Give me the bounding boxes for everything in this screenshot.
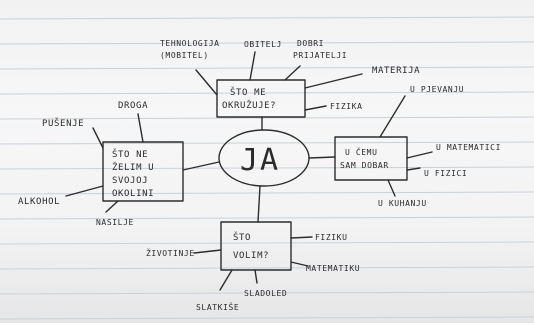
label-materials: MATERIJA	[372, 66, 420, 76]
label-technology-sub: (MOBITEL)	[160, 51, 209, 60]
branch-tech	[195, 69, 218, 96]
left-node-line-4: OKOLINI	[112, 189, 154, 199]
label-physics-right: U FIZICI	[424, 169, 467, 178]
label-friends-1: DOBRI	[297, 39, 324, 48]
branch-singing	[379, 95, 406, 138]
branch-cooking	[387, 179, 396, 197]
label-cooking: U KUHANJU	[378, 199, 427, 208]
branch-parents	[249, 51, 256, 81]
left-node-line-2: ŽELIM U	[112, 161, 154, 173]
branch-smoking	[92, 127, 104, 149]
connector-left	[182, 161, 220, 171]
branch-alcohol	[65, 185, 104, 197]
branch-physics-bottom	[290, 236, 313, 239]
label-physics-bottom: FIZIKU	[315, 233, 348, 242]
notebook-page: JA	[0, 0, 534, 323]
branch-drugs	[137, 113, 144, 143]
top-box	[216, 79, 306, 118]
label-physics-top: FIZIKA	[330, 102, 363, 111]
top-node-line-1: ŠTO ME	[230, 86, 266, 98]
connector-bottom	[257, 185, 261, 223]
branch-math-right	[406, 151, 433, 159]
branch-math-bottom	[290, 261, 309, 267]
mindmap-drawing: JA	[0, 16, 534, 320]
label-animals: ŽIVOTINJE	[146, 247, 195, 258]
branch-physics-top	[304, 105, 327, 111]
connector-right	[308, 156, 336, 159]
center-label: JA	[240, 143, 280, 178]
ruled-lines	[0, 16, 534, 320]
branch-sweets	[219, 269, 233, 291]
label-math-bottom: MATEMATIKU	[306, 264, 360, 273]
right-box	[334, 136, 408, 181]
right-node-line-1: U ČEMU	[345, 146, 378, 157]
label-smoking: PUŠENJE	[42, 117, 84, 129]
label-parents: OBITELJ	[244, 40, 282, 49]
label-alcohol: ALKOHOL	[18, 197, 60, 207]
label-icecream: SLADOLED	[244, 289, 287, 298]
label-sweets: SLATKIŠE	[196, 301, 239, 312]
branch-friends	[284, 65, 301, 81]
branch-physics-right	[406, 167, 421, 171]
label-friends-2: PRIJATELJI	[293, 51, 347, 60]
left-node-line-3: SVOJOJ	[112, 176, 148, 186]
branch-animals	[193, 249, 222, 254]
left-node-line-1: ŠTO NE	[112, 148, 148, 160]
bottom-box	[220, 221, 292, 271]
bottom-white-band	[0, 323, 534, 336]
branch-materials	[304, 73, 363, 89]
branch-violence	[105, 200, 119, 213]
bottom-node-line-2: VOLIM?	[233, 251, 269, 261]
label-violence: NASILJE	[96, 218, 134, 227]
center-node: JA	[218, 129, 310, 187]
bottom-node-line-1: ŠTO	[233, 231, 251, 243]
label-drugs: DROGA	[118, 101, 148, 111]
label-singing: U PJEVANJU	[410, 85, 464, 94]
branch-icecream	[254, 269, 258, 284]
label-technology: TEHNOLOGIJA	[160, 39, 220, 48]
label-math-right: U MATEMATICI	[436, 143, 501, 152]
right-node-line-2: SAM DOBAR	[340, 161, 389, 170]
top-node-line-2: OKRUŽUJE?	[222, 99, 276, 111]
